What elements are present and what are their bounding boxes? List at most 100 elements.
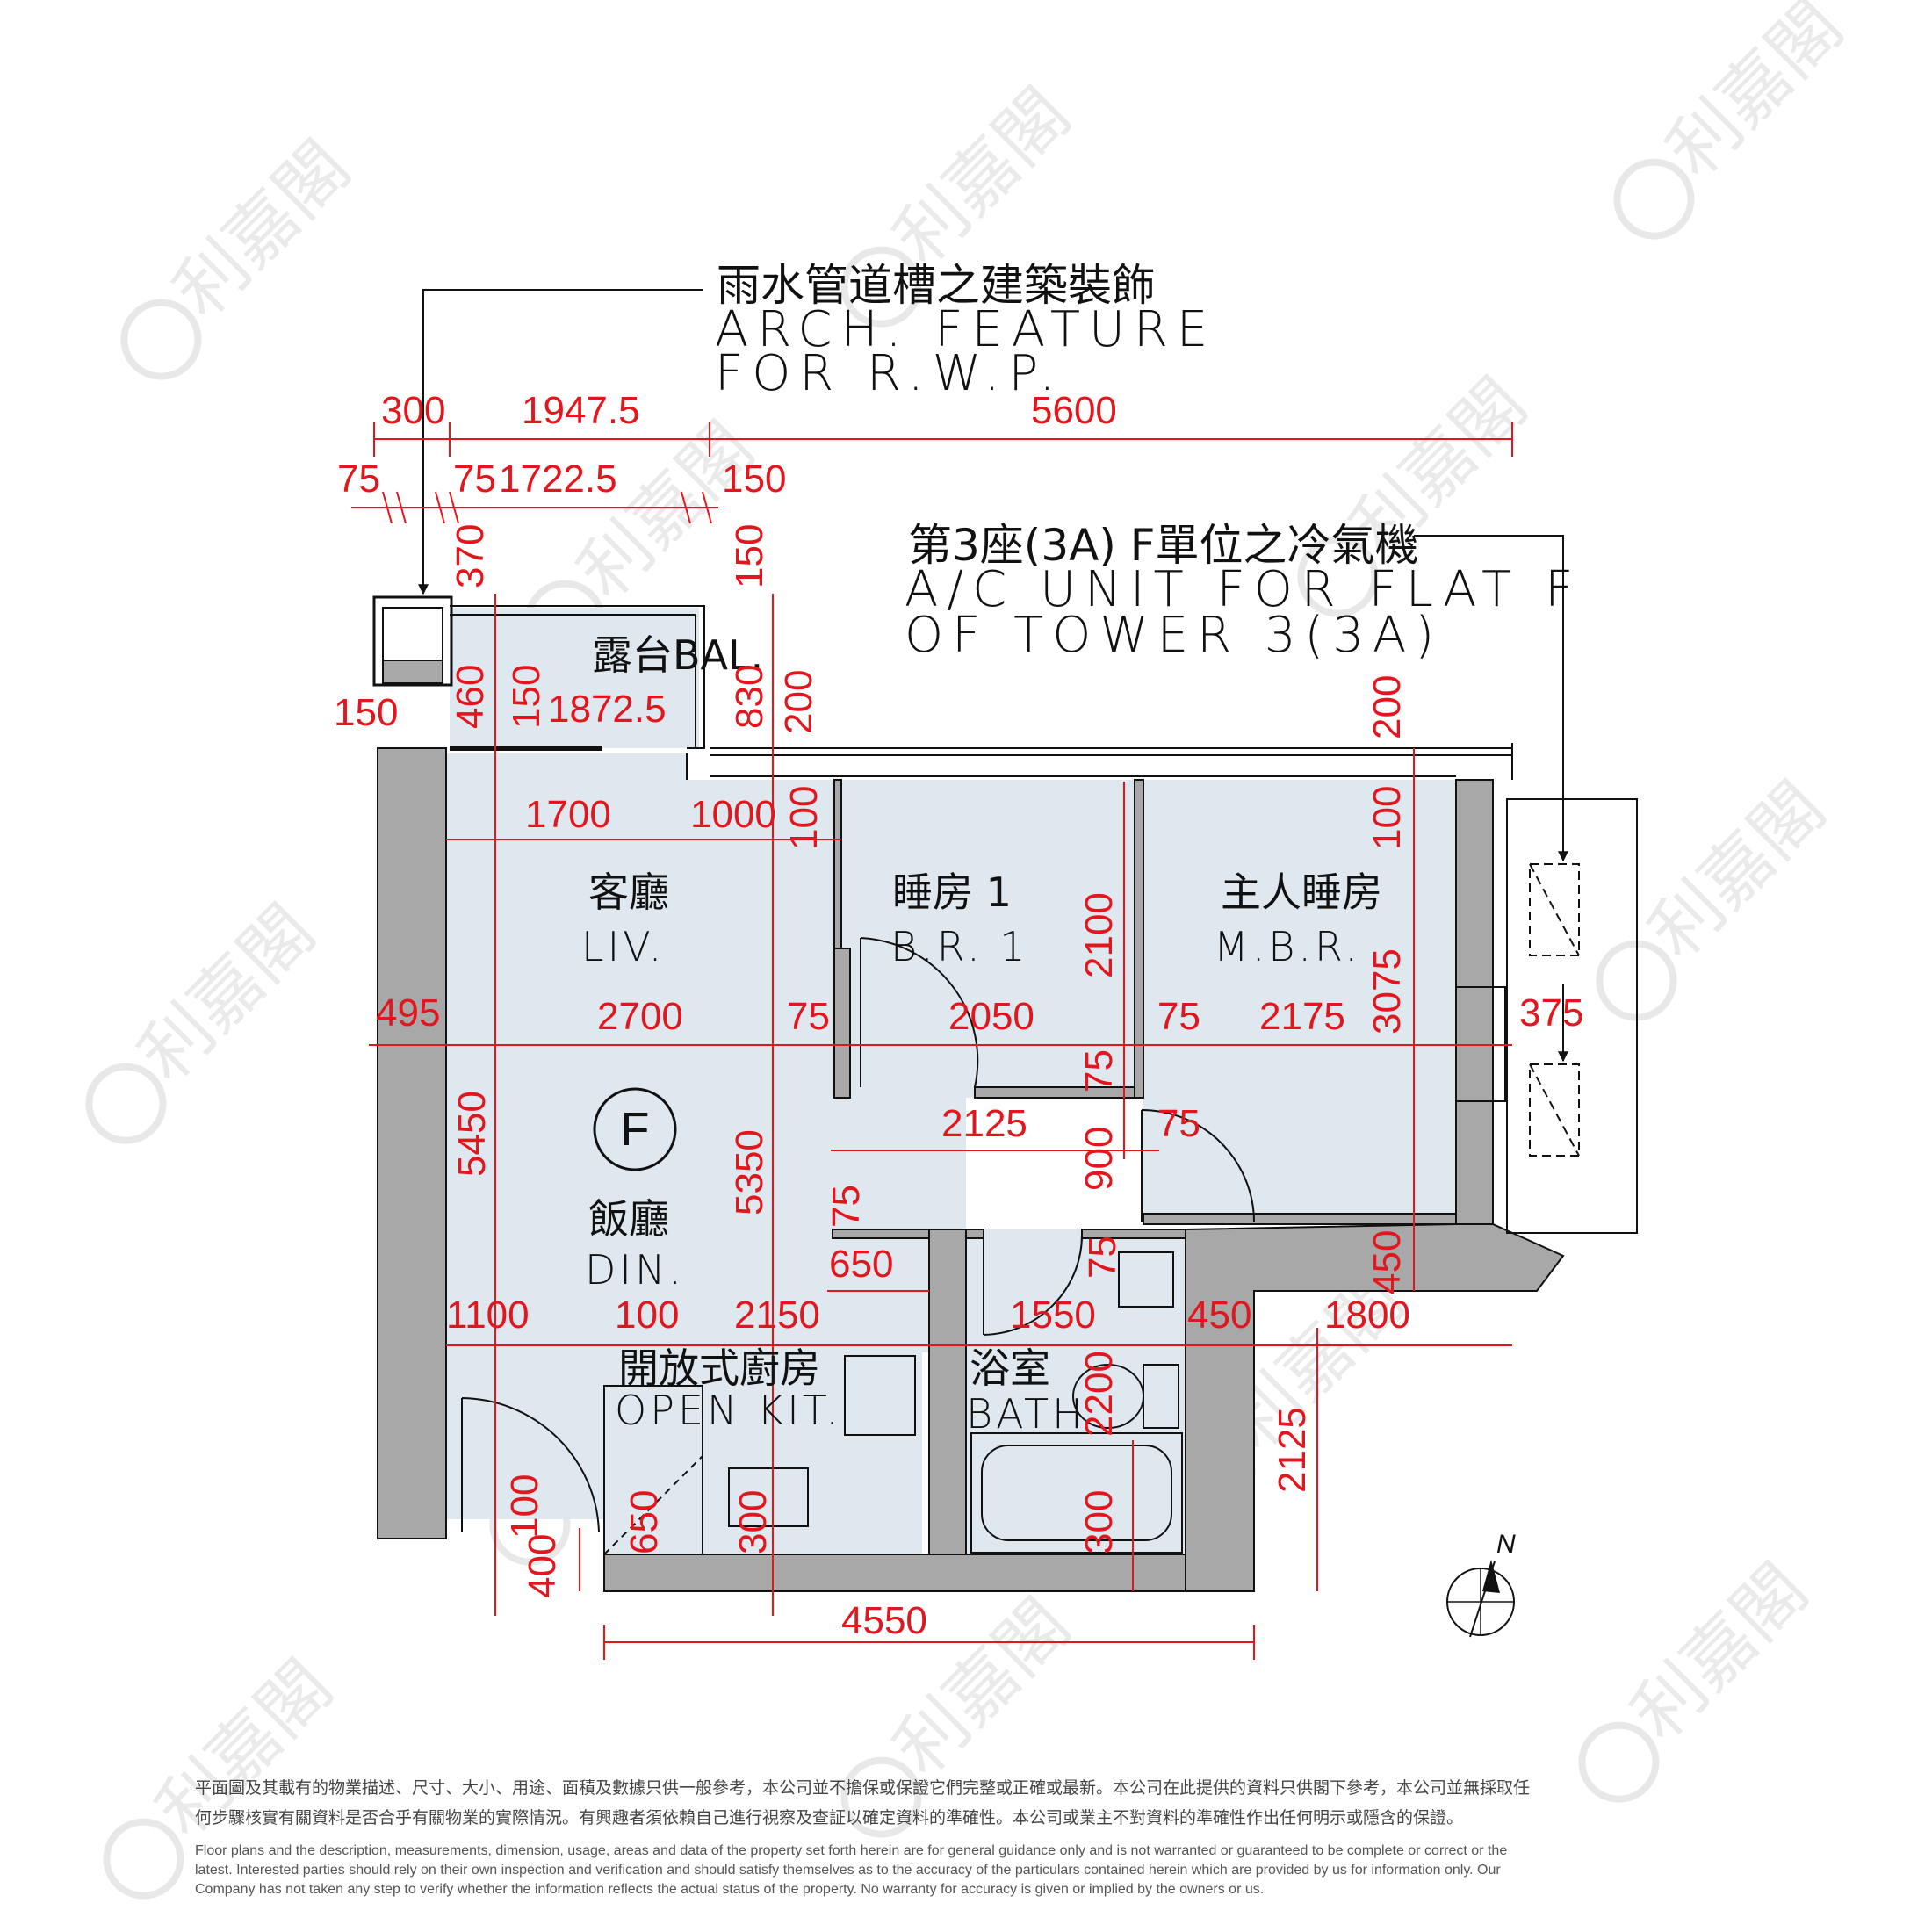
bedroom1-door (860, 937, 979, 1088)
room-kitchen-en: OPEN KIT. (615, 1387, 842, 1434)
room-kitchen-cn: 開放式廚房 (618, 1344, 820, 1392)
room-dining-en: DIN. (585, 1246, 685, 1294)
dim-label: 5450 (451, 1091, 494, 1177)
room-bath-cn: 浴室 (970, 1344, 1050, 1392)
ac-annotation-cn: 第3座(3A) F單位之冷氣機 (908, 520, 1419, 571)
disclaimer-en-2: latest. Interested parties should rely o… (195, 1863, 1501, 1878)
rwp-annotation-en-2: FOR R.W.P. (715, 345, 1063, 402)
rwp-feature-base (382, 660, 443, 684)
kitchen-bath-wall (928, 1229, 967, 1555)
leader-lines (418, 289, 1568, 1063)
room-balcony-label: 露台BAL. (592, 631, 763, 679)
watermark-text: 利嘉閣 (159, 126, 365, 332)
dim-label: 1800 (1324, 1294, 1410, 1337)
dim-label: 300 (381, 389, 445, 432)
dim-label: 150 (728, 524, 771, 588)
dim-label: 375 (1519, 991, 1583, 1034)
balcony-floor (450, 608, 699, 748)
dim-label: 1700 (525, 793, 611, 836)
room-labels: 露台BAL. 客廳 LIV. 睡房 1 B.R. 1 主人睡房 M.B.R. 飯… (581, 631, 1382, 1438)
balcony-outline-inner (450, 614, 696, 748)
dim-label: 75 (787, 995, 830, 1038)
dim-label: 450 (1366, 1230, 1409, 1294)
dim-label: 2100 (1078, 892, 1121, 978)
mbr-partition (1134, 779, 1144, 1099)
dim-label: 900 (1078, 1127, 1121, 1191)
dim-label: 830 (728, 665, 771, 729)
room-master-en: M.B.R. (1214, 923, 1361, 970)
dim-label: 1872.5 (548, 688, 667, 731)
rwp-feature-inner (382, 607, 443, 661)
dim-label: 3075 (1366, 948, 1409, 1034)
dim-label: 650 (623, 1490, 666, 1554)
dim-label: 650 (829, 1243, 893, 1286)
dimension-labels: 300 1947.5 5600 75 75 1722.5 150 150 187… (334, 389, 1583, 1642)
dim-label: 150 (334, 691, 398, 734)
bedroom-door-jamb (833, 948, 851, 1099)
floor-areas (446, 608, 1456, 1554)
dim-label: 2125 (941, 1102, 1027, 1145)
dim-label: 495 (376, 991, 440, 1034)
watermark-text: 利嘉閣 (1652, 0, 1858, 192)
west-wall (377, 747, 447, 1539)
dim-label: 1100 (446, 1294, 530, 1337)
dim-label: 150 (722, 458, 786, 501)
dim-label: 1722.5 (499, 458, 617, 501)
dim-label: 5600 (1031, 389, 1117, 432)
room-bedroom1-en: B.R. 1 (890, 923, 1029, 970)
bathroom-floor (966, 1229, 1186, 1554)
south-wall (603, 1554, 1255, 1592)
dim-label: 460 (449, 665, 492, 729)
dim-label: 75 (1081, 1236, 1124, 1279)
dim-label: 100 (503, 1474, 546, 1539)
dim-label: 75 (453, 458, 496, 501)
dim-label: 150 (505, 665, 548, 729)
north-arrow: N (1446, 1530, 1516, 1638)
kitchen-top-wall (832, 1229, 930, 1239)
dim-label: 300 (732, 1490, 775, 1554)
dim-label: 2175 (1259, 995, 1345, 1038)
dim-label: 300 (1078, 1490, 1121, 1554)
dim-label: 200 (777, 670, 820, 734)
room-living-cn: 客廳 (588, 869, 669, 916)
disclaimer: 平面圖及其載有的物業描述、尺寸、大小、用途、面積及數據只供一般參考，本公司並不擔… (195, 1778, 1530, 1897)
bath-top-wall (965, 1229, 984, 1239)
dim-label: 370 (449, 524, 492, 588)
dim-label: 4550 (841, 1599, 927, 1642)
ac-annotation-en-2: OF TOWER 3(3A) (905, 607, 1443, 664)
dim-label: 450 (1187, 1294, 1251, 1337)
ac-annotation-en-1: A/C UNIT FOR FLAT F (905, 561, 1582, 618)
dim-label: 200 (1366, 675, 1409, 739)
room-living-en: LIV. (581, 923, 665, 970)
kitchen-sink (844, 1355, 916, 1436)
disclaimer-en-3: Company has not taken any step to verify… (195, 1882, 1264, 1897)
room-bedroom1-cn: 睡房 1 (892, 869, 1012, 916)
dim-label: 2050 (948, 995, 1034, 1038)
north-arrow-icon (1482, 1560, 1500, 1593)
rwp-annotation-cn: 雨水管道槽之建築裝飾 (717, 260, 1156, 311)
dim-label: 1947.5 (522, 389, 640, 432)
room-master-cn: 主人睡房 (1221, 869, 1382, 916)
watermark-text: 利嘉閣 (879, 73, 1085, 279)
dim-label: 100 (1366, 786, 1409, 850)
dim-label: 75 (1157, 995, 1200, 1038)
east-wall (1455, 779, 1494, 1225)
dim-label: 2125 (1271, 1407, 1314, 1493)
dim-label: 100 (615, 1294, 679, 1337)
bedroom1-bottom-wall (974, 1086, 1135, 1099)
dim-label: 1000 (690, 793, 776, 836)
dim-label: 75 (825, 1185, 868, 1228)
rwp-annotation-en-1: ARCH. FEATURE (715, 301, 1216, 358)
watermark-text: 利嘉閣 (124, 890, 330, 1096)
room-bath-en: BATH (966, 1390, 1086, 1438)
entry-door (461, 1397, 600, 1532)
bathtub-inner (981, 1445, 1172, 1541)
mbr-bottom-wall (1143, 1213, 1457, 1225)
unit-label: F (621, 1103, 650, 1156)
disclaimer-cn-2: 何步驟核實有關資料是否合乎有關物業的實際情況。有興趣者須依賴自己進行視察及查証以… (195, 1808, 1463, 1827)
watermark-text: 利嘉閣 (1617, 1548, 1823, 1755)
bathtub (970, 1432, 1183, 1554)
bath-door (983, 1232, 1084, 1336)
dimension-lines (351, 422, 1513, 1660)
